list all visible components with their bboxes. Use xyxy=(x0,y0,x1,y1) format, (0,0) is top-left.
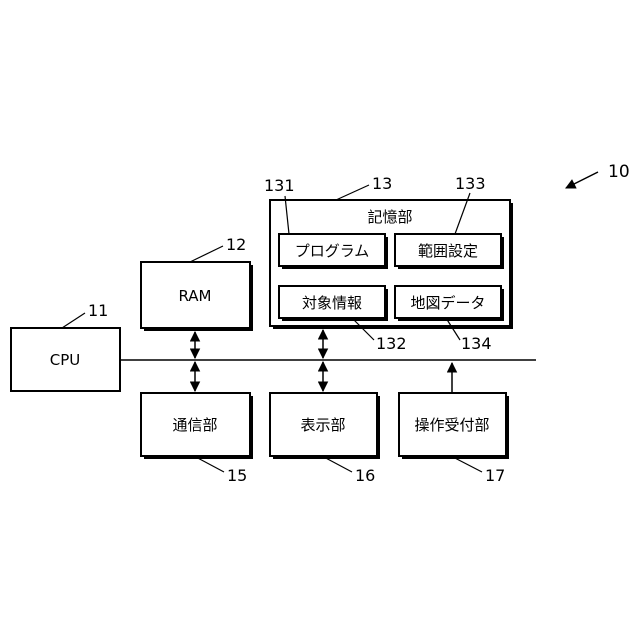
map-data-ref: 134 xyxy=(461,334,492,353)
operation-label: 操作受付部 xyxy=(414,416,489,434)
target-info-ref: 132 xyxy=(376,334,407,353)
communication-label: 通信部 xyxy=(172,416,217,434)
storage-ref: 13 xyxy=(372,174,392,193)
figure-pointer-arrow xyxy=(566,172,598,188)
range-setting-block: 範囲設定 xyxy=(395,234,504,269)
cpu-ref: 11 xyxy=(88,301,108,320)
communication-block: 通信部 xyxy=(141,393,253,459)
map-data-block: 地図データ xyxy=(395,286,504,321)
cpu-ref-leader xyxy=(62,313,85,328)
display-ref: 16 xyxy=(355,466,375,485)
display-label: 表示部 xyxy=(300,416,345,434)
program-label: プログラム xyxy=(295,242,370,260)
ram-ref: 12 xyxy=(226,235,246,254)
map-data-label: 地図データ xyxy=(410,294,485,312)
program-ref: 131 xyxy=(264,176,295,195)
program-block: プログラム xyxy=(279,234,388,269)
range-setting-ref: 133 xyxy=(455,174,486,193)
ram-ref-leader xyxy=(190,246,223,262)
target-info-block: 対象情報 xyxy=(279,286,388,321)
target-info-label: 対象情報 xyxy=(302,294,362,312)
operation-ref: 17 xyxy=(485,466,505,485)
ram-label: RAM xyxy=(178,287,211,305)
cpu-block: CPU xyxy=(11,328,120,391)
range-setting-label: 範囲設定 xyxy=(418,242,478,260)
operation-block: 操作受付部 xyxy=(399,393,509,459)
cpu-label: CPU xyxy=(50,351,81,369)
figure-number: 10 xyxy=(608,162,630,182)
display-block: 表示部 xyxy=(270,393,380,459)
storage-label: 記憶部 xyxy=(367,208,412,226)
storage-ref-leader xyxy=(336,185,369,200)
ram-block: RAM xyxy=(141,262,253,331)
communication-ref: 15 xyxy=(227,466,247,485)
